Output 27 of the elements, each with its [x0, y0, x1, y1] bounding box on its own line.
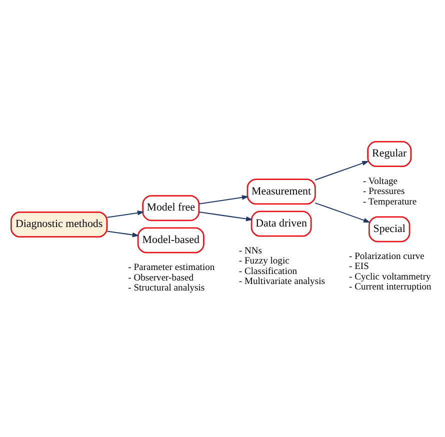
node-label: - Classification	[238, 266, 298, 277]
node-box: Measurement	[246, 178, 316, 205]
node-label: - Structural analysis	[128, 282, 205, 294]
node-label: - Fuzzy logic	[238, 256, 290, 267]
node-label: - EIS	[349, 261, 369, 272]
arrow	[107, 210, 144, 218]
arrow	[199, 195, 249, 204]
node-label: - Polarization curve	[349, 250, 424, 262]
node-box: Data driven	[250, 210, 312, 237]
node-label: - Temperature	[363, 196, 417, 208]
node-label: - Current interruption	[349, 282, 432, 293]
node-label: - Multivariate analysis	[238, 276, 325, 288]
arrow	[315, 202, 370, 223]
node-label: - Parameter estimation	[128, 262, 215, 274]
node-box: Regular	[367, 141, 412, 168]
node-box: Special	[368, 216, 410, 242]
node-label: - NNs	[238, 245, 262, 256]
node-label: - Observer-based	[128, 272, 194, 284]
node-label: - Cyclic voltammetry	[349, 271, 431, 282]
node-label: - Voltage	[363, 176, 398, 187]
node-box: Model-based	[137, 227, 204, 254]
arrow	[107, 230, 140, 238]
arrow	[315, 160, 370, 180]
arrow	[199, 212, 253, 222]
node-box: Diagnostic methods	[10, 212, 108, 238]
node-label: - Pressures	[363, 186, 405, 198]
node-box: Model free	[142, 195, 200, 222]
